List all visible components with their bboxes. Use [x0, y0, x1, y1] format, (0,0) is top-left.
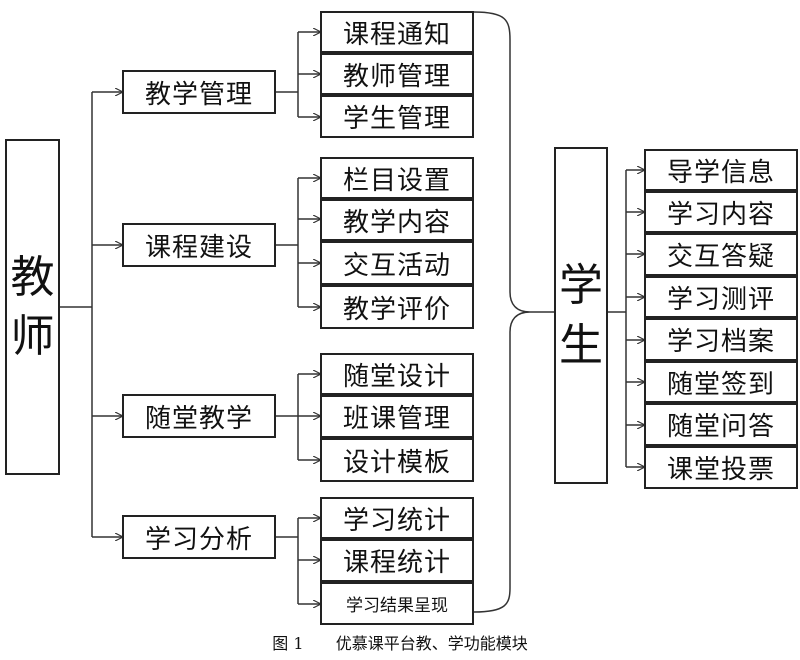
- item-teacher-management: 教师管理: [320, 53, 474, 95]
- student-item-archive: 学习档案: [644, 318, 798, 361]
- item-label: 学习测评: [666, 284, 775, 315]
- item-design-template: 设计模板: [320, 438, 474, 482]
- item-label: 学生管理: [342, 104, 451, 134]
- item-student-management: 学生管理: [320, 95, 474, 138]
- item-label: 学习内容: [666, 199, 775, 230]
- student-label: 学生: [559, 260, 603, 371]
- item-label: 教学内容: [342, 207, 451, 238]
- item-learning-results: 学习结果呈现: [320, 582, 474, 625]
- student-item-class-qa: 随堂问答: [644, 403, 798, 446]
- item-label: 栏目设置: [342, 165, 451, 196]
- item-label: 随堂问答: [666, 412, 775, 442]
- student-node: 学生: [554, 147, 608, 484]
- item-label: 课堂投票: [666, 455, 775, 485]
- student-item-assessment: 学习测评: [644, 276, 798, 318]
- teacher-label: 教师: [10, 251, 55, 362]
- item-in-class-design: 随堂设计: [320, 353, 474, 395]
- item-label: 学习结果呈现: [346, 596, 448, 616]
- item-label: 随堂签到: [666, 369, 775, 400]
- module-label: 学习分析: [144, 524, 253, 555]
- module-learning-analysis: 学习分析: [122, 515, 276, 559]
- module-label: 随堂教学: [144, 403, 253, 434]
- item-label: 导学信息: [666, 157, 775, 188]
- item-course-notice: 课程通知: [320, 11, 474, 53]
- module-teaching-management: 教学管理: [122, 70, 276, 114]
- module-in-class-teaching: 随堂教学: [122, 394, 276, 438]
- item-label: 课程通知: [342, 19, 451, 50]
- student-item-learning-content: 学习内容: [644, 191, 798, 233]
- item-class-management: 班课管理: [320, 395, 474, 438]
- item-label: 学习统计: [342, 505, 451, 536]
- item-label: 学习档案: [666, 327, 775, 357]
- item-learning-statistics: 学习统计: [320, 497, 474, 539]
- student-item-class-vote: 课堂投票: [644, 446, 798, 489]
- item-column-settings: 栏目设置: [320, 157, 474, 199]
- module-label: 课程建设: [144, 232, 253, 263]
- item-teaching-evaluation: 教学评价: [320, 285, 474, 329]
- item-course-statistics: 课程统计: [320, 539, 474, 582]
- teacher-node: 教师: [5, 139, 60, 475]
- module-label: 教学管理: [144, 79, 253, 110]
- student-item-qa: 交互答疑: [644, 233, 798, 276]
- item-label: 设计模板: [342, 447, 451, 478]
- item-teaching-content: 教学内容: [320, 199, 474, 241]
- item-label: 随堂设计: [342, 361, 451, 392]
- figure-title: 优慕课平台教、学功能模块: [335, 634, 528, 653]
- item-label: 课程统计: [342, 548, 451, 578]
- student-item-guide-info: 导学信息: [644, 149, 798, 191]
- figure-caption: 图 1 优慕课平台教、学功能模块: [0, 630, 800, 654]
- figure-number: 图 1: [272, 634, 304, 653]
- item-interactive-activities: 交互活动: [320, 241, 474, 285]
- item-label: 交互答疑: [666, 242, 775, 272]
- item-label: 班课管理: [342, 404, 451, 434]
- item-label: 教学评价: [342, 294, 451, 325]
- item-label: 交互活动: [342, 250, 451, 281]
- item-label: 教师管理: [342, 61, 451, 92]
- student-item-check-in: 随堂签到: [644, 361, 798, 403]
- module-course-construction: 课程建设: [122, 223, 276, 267]
